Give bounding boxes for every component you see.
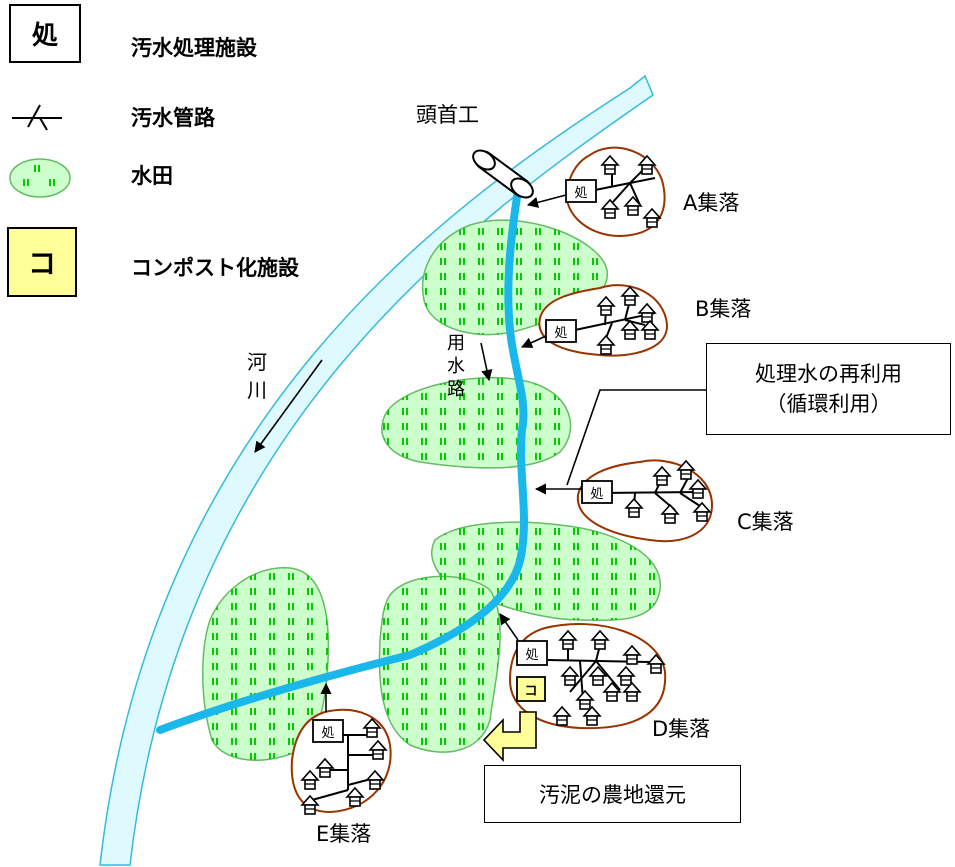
village-c: 処 [576,459,714,543]
legend-graphics: 処 コ [7,4,81,297]
sludge-callout: 汚泥の農地還元 [484,765,741,823]
svg-text:処: 処 [574,186,587,201]
legend-facility-label: 汚水処理施設 [131,36,257,60]
village-c-label: C集落 [737,510,794,534]
canal-label-2: 水 [447,356,465,377]
legend-paddy-symbol [9,158,71,198]
headworks-icon [472,149,534,199]
svg-text:処: 処 [590,487,603,502]
sludge-callout-text: 汚泥の農地還元 [539,783,686,807]
village-a-label: A集落 [683,191,740,215]
reuse-callout-line2: （循環利用） [765,392,892,416]
legend-paddy-label: 水田 [131,164,173,188]
legend-facility-box [9,4,81,63]
svg-text:処: 処 [32,21,58,51]
headworks-label: 頭首工 [416,103,479,127]
sludge-return-arrow [482,711,537,763]
river-label-1: 河 [247,350,267,374]
village-b-label: B集落 [695,297,752,321]
svg-text:処: 処 [525,648,538,663]
river-label-2: 川 [247,378,267,402]
svg-text:コ: コ [524,684,537,699]
village-e: 処 [290,708,392,815]
village-b: 処 [538,284,669,357]
legend-compost-label: コンポスト化施設 [131,256,299,280]
irrigation-canal [156,186,528,734]
svg-text:処: 処 [321,726,334,741]
village-d: 処 コ [508,623,667,730]
reuse-callout-pointer [566,389,706,486]
svg-text:コ: コ [28,247,56,280]
legend-pipe-symbol [12,104,62,131]
village-d-label: D集落 [652,717,711,741]
village-e-label: E集落 [316,822,372,846]
village-a: 処 [565,146,666,238]
legend-pipe-label: 汚水管路 [131,106,215,130]
reuse-callout: 処理水の再利用 （循環利用） [706,343,951,435]
reuse-callout-line1: 処理水の再利用 [755,362,902,386]
legend-compost-box [7,227,77,297]
svg-text:処: 処 [554,326,567,341]
canal-label-1: 用 [447,333,465,354]
flow-arrows [254,194,582,712]
canal-label-3: 路 [447,379,465,400]
